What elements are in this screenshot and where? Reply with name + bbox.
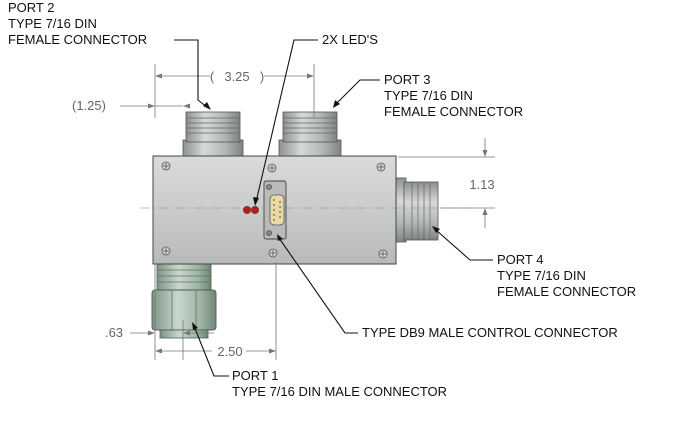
dimension-bottom: .63 2.50 — [105, 262, 277, 360]
dimension-right-height: 1.13 — [398, 138, 495, 228]
svg-text:PORT 2: PORT 2 — [8, 0, 54, 15]
svg-text:FEMALE CONNECTOR: FEMALE CONNECTOR — [8, 32, 147, 47]
svg-text:(: ( — [210, 69, 215, 84]
svg-text:PORT 3: PORT 3 — [384, 72, 430, 87]
svg-text:PORT 4: PORT 4 — [497, 252, 543, 267]
led-1 — [243, 206, 251, 214]
svg-text:FEMALE CONNECTOR: FEMALE CONNECTOR — [497, 284, 636, 299]
svg-text:FEMALE CONNECTOR: FEMALE CONNECTOR — [384, 104, 523, 119]
label-db9: TYPE DB9 MALE CONTROL CONNECTOR — [362, 325, 618, 340]
svg-text:): ) — [260, 69, 264, 84]
dim-right-height-label: 1.13 — [469, 177, 494, 192]
svg-text:TYPE 7/16 DIN: TYPE 7/16 DIN — [8, 16, 97, 31]
led-indicators — [243, 206, 259, 214]
led-2 — [251, 206, 259, 214]
leaders — [174, 39, 493, 377]
label-port4: PORT 4 TYPE 7/16 DIN FEMALE CONNECTOR — [497, 252, 636, 299]
port2-connector — [182, 111, 244, 158]
dimension-left-offset: (1.25) — [72, 98, 190, 113]
label-leds: 2X LED'S — [322, 32, 378, 47]
port1-connector — [151, 263, 217, 339]
dim-bottom-left-label: .63 — [105, 325, 123, 340]
label-port2: PORT 2 TYPE 7/16 DIN FEMALE CONNECTOR — [8, 0, 147, 47]
dimension-top-spacing: 3.25 ( ) — [154, 64, 315, 118]
svg-text:PORT 1: PORT 1 — [232, 368, 278, 383]
port3-connector — [278, 111, 342, 158]
svg-text:TYPE 7/16 DIN: TYPE 7/16 DIN — [497, 268, 586, 283]
dim-bottom-spacing-label: 2.50 — [217, 344, 242, 359]
port4-connector — [393, 177, 439, 243]
svg-text:TYPE 7/16 DIN: TYPE 7/16 DIN — [384, 88, 473, 103]
svg-text:TYPE 7/16 DIN MALE CONNECTOR: TYPE 7/16 DIN MALE CONNECTOR — [232, 384, 447, 399]
label-port3: PORT 3 TYPE 7/16 DIN FEMALE CONNECTOR — [384, 72, 523, 119]
label-port1: PORT 1 TYPE 7/16 DIN MALE CONNECTOR — [232, 368, 447, 399]
dim-top-spacing-label: 3.25 — [224, 69, 249, 84]
db9-connector — [263, 180, 287, 240]
dim-left-offset-label: (1.25) — [72, 98, 106, 113]
